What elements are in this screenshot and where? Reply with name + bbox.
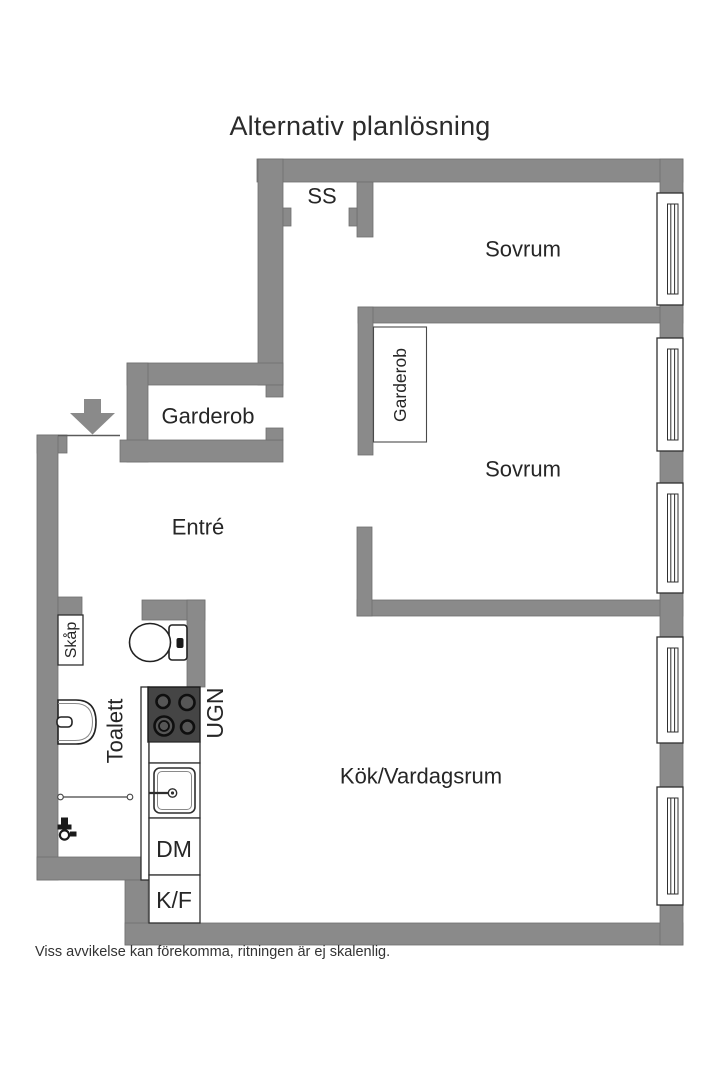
sink-basin-inner — [157, 771, 192, 810]
label-sovrum-top: Sovrum — [485, 237, 561, 262]
kitchen-strip — [140, 686, 201, 924]
label-garderob-bedroom: Garderob — [390, 348, 410, 422]
shower — [57, 793, 134, 841]
shower-mixer-icon — [57, 817, 77, 841]
label-toalett: Toalett — [103, 699, 128, 764]
wall-segment — [119, 439, 284, 463]
washbasin — [56, 699, 97, 745]
sink-tap-dot — [170, 791, 175, 795]
wall-door-stub — [265, 384, 284, 398]
burner — [178, 693, 196, 712]
wall-segment — [659, 450, 684, 484]
window — [656, 636, 684, 744]
wall-door-stub — [265, 427, 284, 441]
window — [656, 192, 684, 306]
label-sovrum-middle: Sovrum — [485, 457, 561, 482]
wall-segment — [36, 856, 149, 881]
window — [656, 786, 684, 906]
wall-segment — [124, 922, 684, 946]
label-skap: Skåp — [62, 622, 80, 659]
wall-segment — [356, 181, 374, 238]
page-title: Alternativ planlösning — [229, 111, 491, 141]
entrance — [58, 399, 120, 437]
skap-cabinet-box — [57, 614, 84, 666]
shower-line-end — [126, 793, 134, 801]
burner-inner-ring — [158, 720, 170, 732]
wall-door-stub — [348, 207, 358, 227]
label-ugn: UGN — [202, 687, 228, 738]
stove — [147, 686, 201, 743]
kitchen-sink — [148, 762, 201, 819]
wall-segment — [126, 362, 284, 386]
wall-segment — [186, 599, 206, 688]
entrance-arrow-head — [70, 413, 115, 435]
wall-segment — [356, 599, 684, 617]
counter-cell — [148, 741, 201, 764]
wall-segment — [659, 904, 684, 946]
wall-segment — [659, 742, 684, 788]
burner — [153, 715, 175, 737]
burner — [179, 719, 196, 735]
wall-segment — [57, 596, 83, 616]
wall-segment — [659, 592, 684, 638]
disclaimer-text: Viss avvikelse kan förekomma, ritningen … — [35, 944, 391, 960]
window — [656, 482, 684, 594]
wall-segment — [36, 434, 59, 881]
wall-segment — [659, 158, 684, 194]
label-entre: Entré — [172, 515, 225, 540]
wall-segment — [356, 526, 373, 617]
walls — [36, 158, 684, 946]
wall-door-stub — [282, 207, 292, 227]
windows — [656, 192, 684, 906]
toilet-bowl — [128, 622, 172, 663]
label-ss: SS — [307, 184, 336, 209]
washbasin-outline — [57, 699, 97, 745]
label-garderob-hall: Garderob — [162, 404, 255, 429]
label-kf: K/F — [156, 887, 192, 913]
wall-segment — [256, 158, 684, 183]
label-kok-vardagsrum: Kök/Vardagsrum — [340, 764, 502, 789]
wall-segment — [659, 304, 684, 339]
washbasin-tap — [56, 716, 73, 728]
bedroom-closet-box — [372, 326, 428, 443]
wall-segment — [357, 306, 374, 456]
window — [656, 337, 684, 452]
entrance-arrow-shaft — [84, 399, 101, 414]
washbasin-inner — [58, 703, 94, 741]
toilet-flush-button — [176, 638, 184, 648]
room-labels: SS Sovrum Sovrum Garderob Garderob Entré… — [62, 184, 561, 913]
fridge-freezer-cell — [148, 874, 201, 924]
toilet — [128, 622, 188, 663]
shower-line-end — [57, 793, 64, 801]
wall-segment — [257, 158, 284, 386]
wall-segment — [357, 306, 684, 324]
label-dm: DM — [156, 836, 192, 862]
burner — [155, 693, 171, 710]
